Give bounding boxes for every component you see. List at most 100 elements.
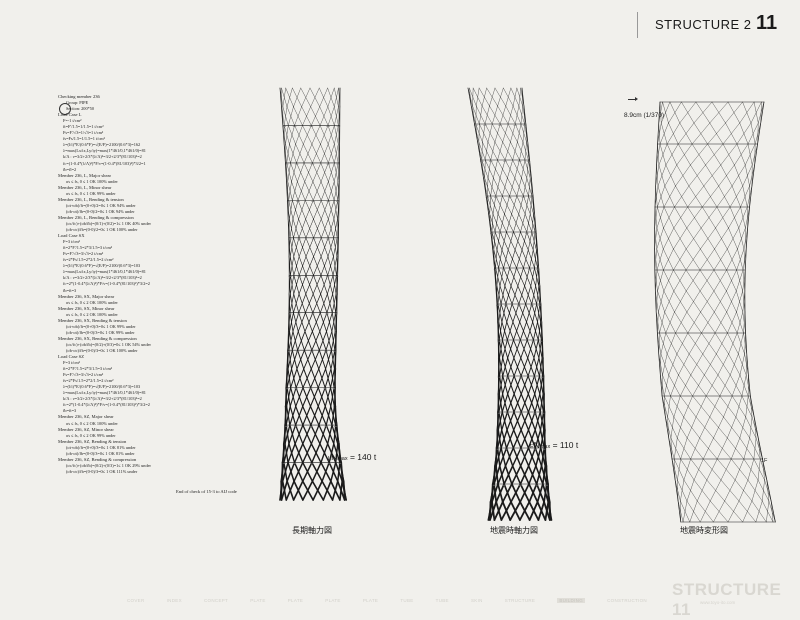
diagonal-member — [694, 102, 712, 123]
diagonal-member — [305, 163, 313, 182]
diagonal-member — [332, 406, 334, 425]
diagonal-member — [299, 200, 306, 219]
diagonal-member — [498, 196, 502, 214]
diagonal-member — [499, 250, 502, 268]
diagonal-member — [666, 312, 675, 333]
diagonal-member — [528, 232, 532, 250]
diagonal-member — [688, 312, 701, 333]
diagonal-member — [690, 144, 707, 165]
diagonal-member — [716, 333, 727, 354]
diagonal-member — [738, 333, 743, 354]
diagonal-member — [529, 178, 531, 196]
footer-nav-item[interactable]: PLATE — [288, 598, 303, 603]
diagonal-member — [680, 480, 684, 501]
diagonal-member — [734, 144, 748, 165]
diagonal-member — [743, 165, 752, 186]
footer-nav-item[interactable]: BUILDING — [557, 598, 585, 603]
diagonal-member — [740, 102, 754, 123]
diagonal-member — [736, 396, 742, 417]
diagonal-member — [523, 178, 526, 196]
diagonal-member — [687, 207, 703, 228]
diagonal-member — [517, 124, 521, 142]
diagonal-member — [680, 102, 696, 123]
diagonal-member — [288, 163, 291, 182]
diagonal-member — [288, 107, 293, 126]
section-title: STRUCTURE 2 — [655, 17, 752, 32]
diagonal-member — [694, 459, 703, 480]
diagonal-member — [716, 207, 731, 228]
footer-nav-item[interactable]: PLATE — [250, 598, 265, 603]
diagonal-member — [697, 480, 707, 501]
diagonal-member — [292, 350, 298, 369]
diagonal-member — [292, 163, 297, 182]
diagonal-member — [519, 88, 521, 106]
diagonal-member — [674, 291, 686, 312]
diagonal-member — [674, 396, 680, 417]
diagonal-member — [498, 88, 504, 106]
footer-nav-item[interactable]: TUBE — [400, 598, 413, 603]
diagonal-member — [338, 463, 340, 482]
diagonal-member — [706, 144, 723, 165]
diagonal-member — [291, 369, 297, 388]
diagonal-member — [527, 304, 532, 322]
diagonal-member — [748, 459, 754, 480]
diagonal-member — [333, 481, 338, 500]
footer-nav-item[interactable]: COVER — [127, 598, 145, 603]
diagonal-member — [687, 291, 700, 312]
diagonal-member — [506, 214, 511, 232]
footer-nav-item[interactable]: SKIN — [471, 598, 483, 603]
page-number: 11 — [756, 12, 777, 35]
footer-nav-item[interactable]: CONCEPT — [204, 598, 228, 603]
footer-nav-item[interactable]: PLATE — [325, 598, 340, 603]
diagonal-member — [671, 417, 674, 438]
diagonal-member — [535, 250, 537, 268]
footer-nav-item[interactable]: CONSTRUCTION — [607, 598, 647, 603]
diagonal-member — [728, 207, 740, 228]
diagonal-member — [507, 304, 512, 322]
diagonal-member — [511, 268, 517, 286]
diagonal-member — [724, 396, 733, 417]
deformation-caption: 地震時変形図 — [680, 525, 728, 536]
diagonal-member — [762, 480, 764, 501]
diagonal-member — [527, 322, 532, 340]
diagonal-member — [680, 375, 690, 396]
diagonal-member — [522, 160, 525, 178]
diagonal-member — [493, 196, 496, 214]
diagonal-member — [482, 88, 487, 106]
diagonal-member — [730, 354, 738, 375]
header-divider — [637, 12, 638, 38]
diagonal-member — [720, 375, 730, 396]
diagonal-member — [284, 107, 287, 126]
footer-nav-item[interactable]: TUBE — [436, 598, 449, 603]
seismic-nmax-label: ENmax = 110 t — [530, 440, 578, 450]
diagonal-member — [519, 286, 525, 304]
diagonal-member — [704, 354, 716, 375]
diagonal-member — [500, 268, 504, 286]
diagonal-member — [492, 106, 497, 124]
diagonal-member — [708, 123, 726, 144]
diagonal-member — [513, 142, 518, 160]
diagonal-member — [487, 178, 488, 196]
diagonal-member — [678, 354, 689, 375]
diagonal-member — [525, 268, 530, 286]
diagonal-member — [713, 501, 724, 522]
diagonal-member — [507, 160, 512, 178]
footer-nav-item[interactable]: INDEX — [167, 598, 182, 603]
diagonal-member — [752, 480, 758, 501]
diagonal-member — [657, 186, 665, 207]
footer-nav-item[interactable]: PLATE — [363, 598, 378, 603]
diagonal-member — [498, 142, 503, 160]
diagonal-member — [518, 268, 524, 286]
diagonal-member — [674, 186, 688, 207]
footer-nav-item[interactable]: STRUCTURE — [505, 598, 535, 603]
diagonal-member — [700, 501, 710, 522]
diagonal-member — [676, 312, 687, 333]
diagonal-member — [536, 268, 538, 286]
diagonal-member — [502, 178, 507, 196]
diagonal-member — [664, 375, 669, 396]
diagonal-member — [311, 88, 320, 107]
diagonal-member — [684, 396, 693, 417]
diagonal-member — [710, 102, 728, 123]
diagonal-member — [668, 396, 671, 417]
